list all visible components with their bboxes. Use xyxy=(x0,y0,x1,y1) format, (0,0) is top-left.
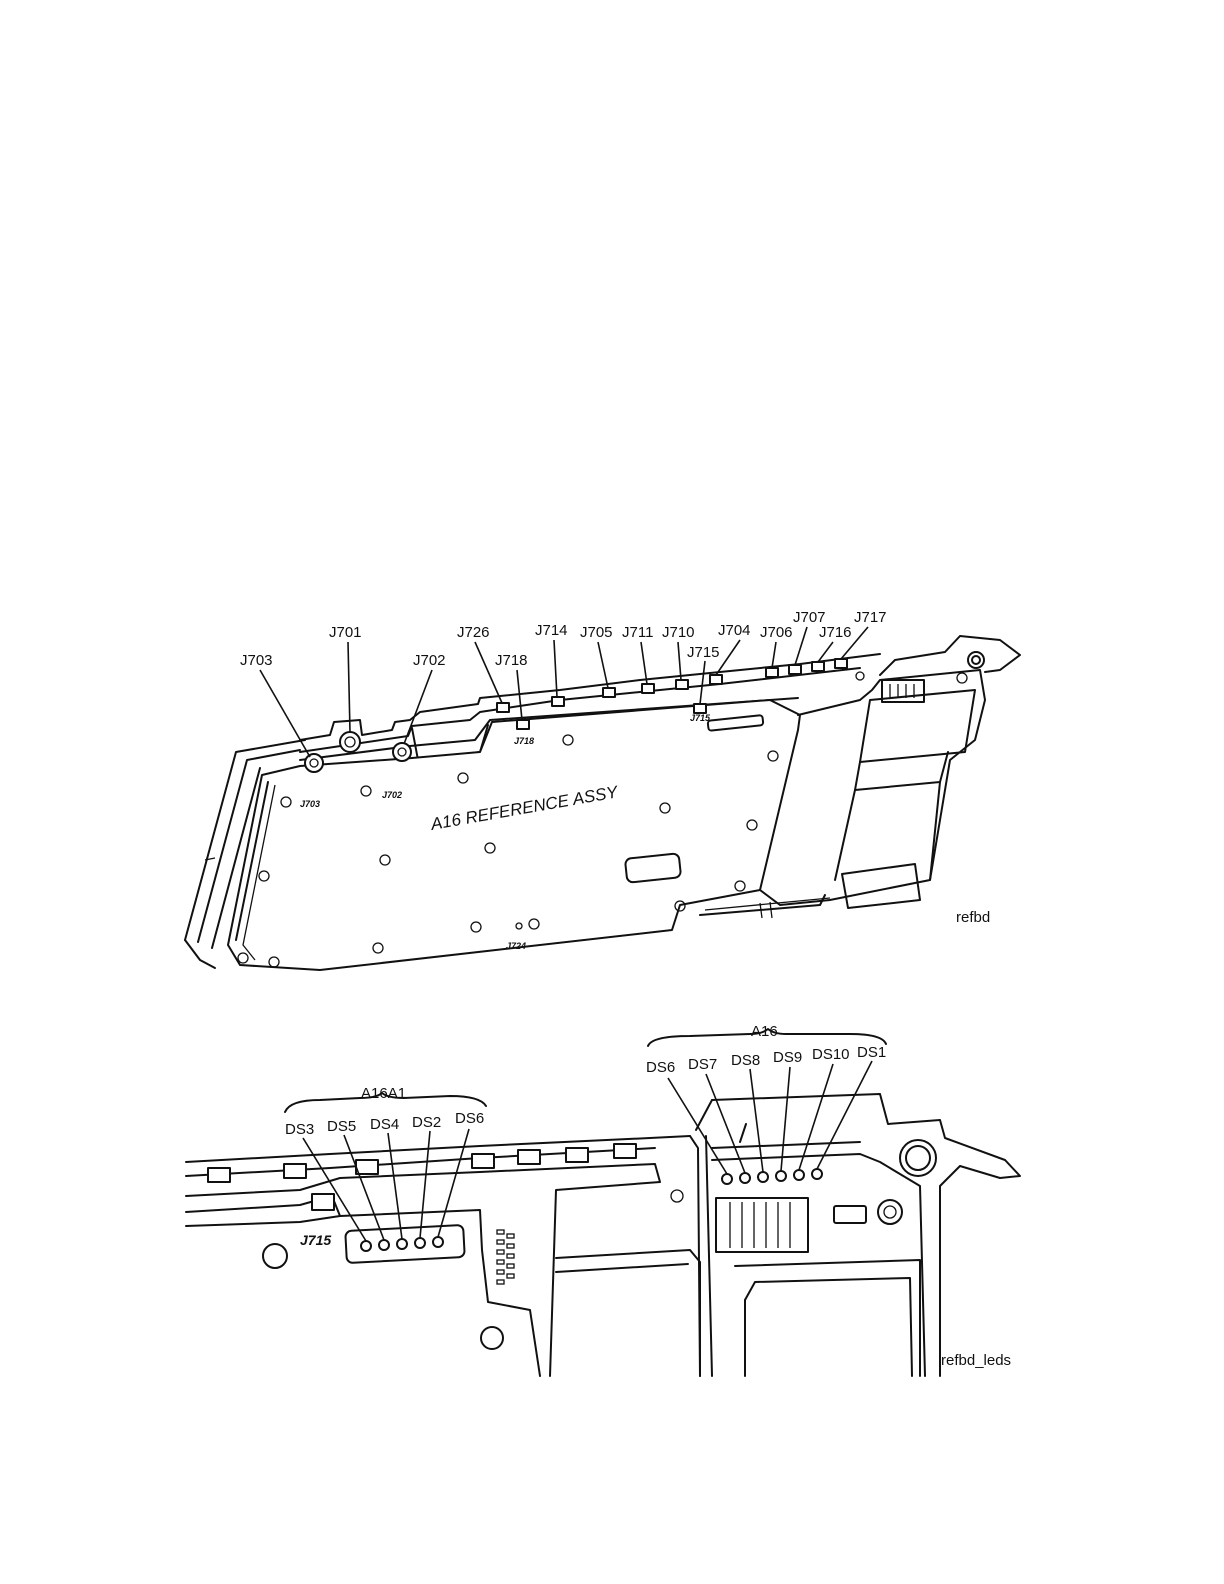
callout-j710: J710 xyxy=(662,624,695,641)
led-label-ds5: DS5 xyxy=(327,1118,356,1135)
callout-j718: J718 xyxy=(495,652,528,669)
led-label-ds10: DS10 xyxy=(812,1046,850,1063)
callout-j705: J705 xyxy=(580,624,613,641)
callout-j726: J726 xyxy=(457,624,490,641)
silk-j715-leds: J715 xyxy=(300,1232,331,1248)
silk-j702: J702 xyxy=(382,790,402,800)
led-label-ds6-a16: DS6 xyxy=(646,1059,675,1076)
a16-module xyxy=(696,1094,1020,1376)
led-label-ds1: DS1 xyxy=(857,1044,886,1061)
led-label-ds6-a16a1: DS6 xyxy=(455,1110,484,1127)
led-label-ds2: DS2 xyxy=(412,1114,441,1131)
callout-j711: J711 xyxy=(622,624,653,641)
figure-tag-refbd-leds: refbd_leds xyxy=(941,1352,1011,1369)
silk-j718: J718 xyxy=(514,736,534,746)
callout-j716: J716 xyxy=(819,624,852,641)
led-label-ds3: DS3 xyxy=(285,1121,314,1138)
led-label-ds4: DS4 xyxy=(370,1116,399,1133)
header-pins xyxy=(497,1230,514,1284)
figure-tag-refbd: refbd xyxy=(956,909,990,926)
group-a16a1: A16A1 xyxy=(361,1085,406,1102)
figure-refbd-leds: J715 xyxy=(186,1023,1020,1376)
silk-j703: J703 xyxy=(300,799,320,809)
group-a16: A16 xyxy=(751,1023,778,1040)
callout-j717: J717 xyxy=(854,609,887,626)
rail-connectors xyxy=(208,1144,636,1210)
callout-j702: J702 xyxy=(413,652,446,669)
callout-j701: J701 xyxy=(329,624,362,641)
callout-j715: J715 xyxy=(687,644,720,661)
a16-leds xyxy=(722,1169,822,1184)
led-label-ds8: DS8 xyxy=(731,1052,760,1069)
callout-j703: J703 xyxy=(240,652,273,669)
led-view-screws xyxy=(263,1190,683,1349)
led-label-ds7: DS7 xyxy=(688,1056,717,1073)
silk-j715: J715 xyxy=(690,713,711,723)
figure-refbd: J703 J702 J718 J715 J724 A16 REFERENCE A… xyxy=(185,609,1020,970)
callout-j714: J714 xyxy=(535,622,568,639)
silk-j724: J724 xyxy=(506,941,526,951)
callout-j706: J706 xyxy=(760,624,793,641)
led-label-ds9: DS9 xyxy=(773,1049,802,1066)
callout-j704: J704 xyxy=(718,622,751,639)
